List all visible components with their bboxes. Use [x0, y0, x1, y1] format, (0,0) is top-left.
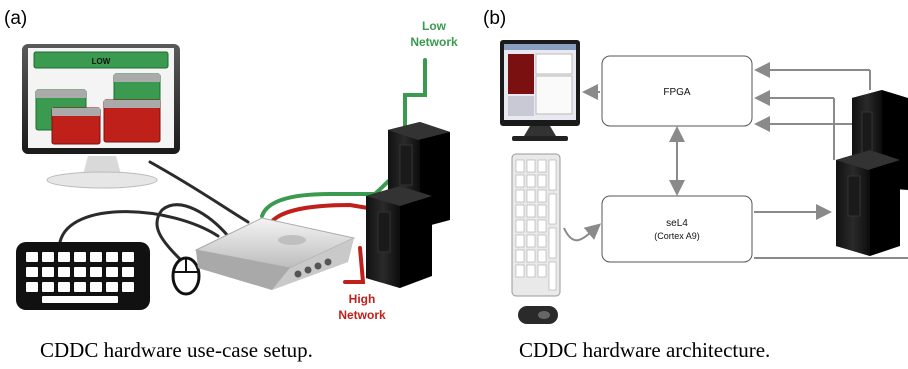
tower-b-front — [836, 150, 900, 256]
panel-b-label: (b) — [483, 8, 507, 29]
keyboard-a — [16, 242, 150, 310]
high-network-label-line1: High — [349, 292, 376, 306]
low-network-label-line1: Low — [422, 19, 447, 33]
hub-device — [194, 217, 356, 290]
monitor-a: LOW — [22, 44, 180, 189]
panel-a-label: (a) — [4, 8, 28, 29]
caption-b: CDDC hardware architecture. — [519, 338, 771, 362]
sel4-sublabel: (Cortex A9) — [654, 231, 700, 241]
sel4-label: seL4 — [666, 218, 688, 229]
fpga-label: FPGA — [663, 87, 691, 98]
monitor-b — [500, 40, 580, 141]
sel4-box — [601, 195, 753, 263]
high-tower — [366, 186, 432, 288]
mouse-a — [171, 256, 201, 296]
keyboard-b — [511, 153, 561, 297]
high-network-label-line2: Network — [338, 308, 386, 322]
mouse-b — [518, 306, 558, 324]
caption-a: CDDC hardware use-case setup. — [40, 338, 313, 362]
low-network-label-line2: Network — [410, 35, 458, 49]
screen-low-label: LOW — [92, 57, 111, 66]
